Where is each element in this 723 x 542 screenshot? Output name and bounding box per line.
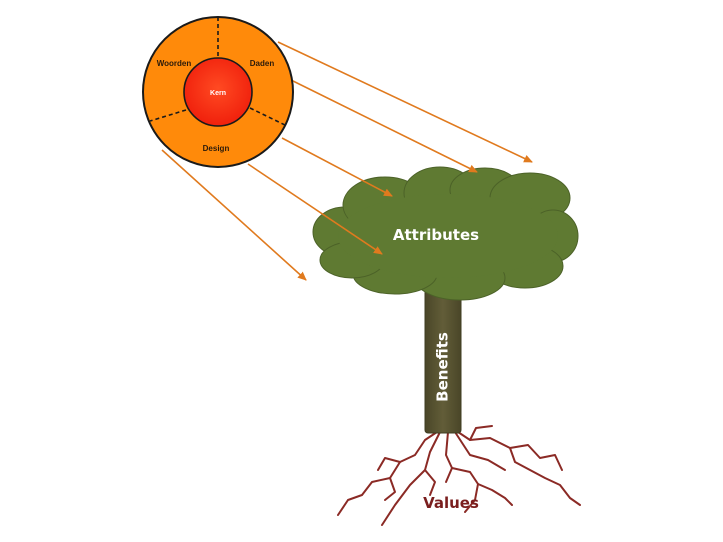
divider-left <box>149 109 187 122</box>
arrow-4 <box>247 163 383 255</box>
roots-label: Values <box>423 494 479 512</box>
core-label: Kern <box>210 90 226 97</box>
arrow-1 <box>277 41 533 163</box>
arrows <box>161 41 533 281</box>
segment-label-daden: Daden <box>250 59 275 68</box>
segment-label-design: Design <box>203 144 230 153</box>
identity-circle: Woorden Daden Design Kern <box>142 16 294 168</box>
trunk-label: Benefits <box>434 332 452 402</box>
tree-crown <box>312 166 579 301</box>
arrow-5 <box>161 149 307 281</box>
crown-label: Attributes <box>393 226 479 244</box>
core-circle <box>183 57 253 127</box>
arrow-3 <box>281 137 393 197</box>
segment-label-woorden: Woorden <box>157 59 192 68</box>
tree-roots <box>337 425 581 526</box>
arrow-2 <box>290 79 478 173</box>
